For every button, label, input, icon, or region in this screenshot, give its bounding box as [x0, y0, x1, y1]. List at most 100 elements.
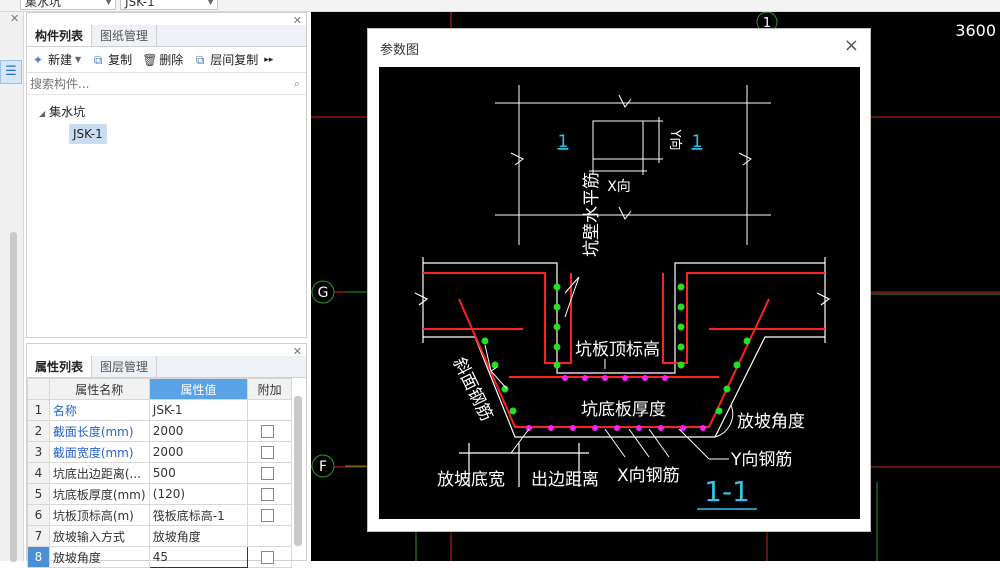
tree-item[interactable]: JSK-1	[27, 123, 306, 145]
dimension-label: 3600	[955, 21, 996, 40]
component-name-combo[interactable]: JSK-1 ▼	[120, 0, 218, 10]
break-mark	[618, 94, 632, 108]
left-dock-strip: ✕ ☰	[0, 12, 24, 562]
chevron-down-icon: ▼	[75, 55, 82, 64]
rebar-dot	[680, 425, 686, 431]
section-outline	[414, 257, 831, 487]
break-mark	[738, 152, 752, 166]
rebar-dot	[715, 407, 723, 415]
tab-component-list[interactable]: 构件列表	[27, 25, 93, 46]
new-button[interactable]: ✦ 新建 ▼	[31, 51, 81, 68]
property-value[interactable]: 2000	[148, 441, 249, 463]
rebar-dot	[553, 323, 561, 331]
list-view-icon[interactable]: ☰	[0, 60, 22, 84]
delete-button-label: 删除	[159, 53, 184, 67]
property-name: 截面长度(mm)	[48, 420, 150, 442]
property-name: 放坡角度	[48, 546, 150, 568]
break-mark	[618, 206, 632, 220]
rebar-dot	[526, 425, 532, 431]
rebar-dot	[582, 375, 588, 381]
property-value[interactable]: 筏板底标高-1	[148, 504, 249, 526]
rebar-dot	[662, 375, 668, 381]
property-extra-header: 附加	[247, 378, 292, 400]
rebar-dot	[481, 337, 489, 345]
tab-drawing-management[interactable]: 图纸管理	[92, 25, 158, 46]
row-number: 7	[27, 525, 50, 547]
component-type-combo[interactable]: 集水坑 ▼	[20, 0, 116, 10]
leader-line	[484, 344, 492, 372]
property-name: 截面宽度(mm)	[48, 441, 150, 463]
copy-button[interactable]: ⧉ 复制	[91, 51, 132, 68]
search-input[interactable]	[27, 75, 306, 93]
extra-checkbox[interactable]	[261, 467, 275, 480]
leader-line	[648, 428, 670, 458]
leader-line	[628, 428, 650, 458]
extra-checkbox[interactable]	[261, 488, 275, 501]
rebar-dot	[614, 425, 620, 431]
component-tree: ◢集水坑 JSK-1	[27, 97, 306, 145]
property-scrollbar[interactable]	[294, 396, 302, 546]
more-icon[interactable]: ▸▸	[264, 54, 274, 65]
floor-copy-button[interactable]: ⧉ 层间复制	[193, 51, 258, 68]
left-scrollbar[interactable]	[10, 232, 17, 562]
property-value[interactable]: 2000	[148, 420, 249, 442]
parameter-figure-dialog: 参数图 × 1 1 X向	[367, 28, 871, 532]
property-value[interactable]: 45	[148, 546, 249, 568]
break-mark	[816, 292, 831, 306]
rebar-dot	[733, 361, 741, 369]
property-name: 坑板顶标高(m)	[48, 504, 150, 526]
search-icon[interactable]: ⌕	[293, 77, 300, 90]
property-value-header: 属性值	[148, 378, 249, 400]
extra-checkbox[interactable]	[261, 551, 275, 564]
property-value[interactable]: 500	[148, 462, 249, 484]
x-dir-label: X向	[607, 179, 631, 195]
property-extra	[247, 420, 292, 442]
tree-group-label: 集水坑	[49, 105, 86, 119]
property-value[interactable]: (120)	[148, 483, 249, 505]
property-value[interactable]: JSK-1	[148, 399, 249, 421]
dialog-title: 参数图	[380, 43, 420, 58]
axis-label-g: G	[318, 285, 329, 301]
parameter-figure: 1 1 X向 Y向	[379, 67, 860, 519]
close-icon[interactable]: ✕	[10, 12, 20, 25]
rebar-dot	[553, 343, 561, 351]
rebar-dot	[562, 375, 568, 381]
copy-button-label: 复制	[108, 53, 133, 67]
component-list-panel: ✕ 构件列表 图纸管理 ✦ 新建 ▼ ⧉ 复制 🗑 删除 ⧉ 层间复制 ▸▸ ⌕…	[26, 12, 307, 338]
delete-button[interactable]: 🗑 删除	[142, 51, 183, 68]
rebar-dot	[501, 385, 509, 393]
new-file-icon: ✦	[32, 52, 44, 67]
slab-top-outline	[423, 262, 825, 374]
leader-line	[490, 370, 508, 390]
rebar-dot	[592, 425, 598, 431]
close-icon[interactable]: ✕	[292, 14, 302, 27]
property-value[interactable]: 放坡角度	[148, 525, 249, 547]
rebar-dot	[743, 337, 751, 345]
row-number: 6	[27, 504, 50, 526]
expand-triangle-icon[interactable]: ◢	[39, 109, 46, 118]
extra-checkbox[interactable]	[261, 509, 275, 522]
tab-layer-management[interactable]: 图层管理	[92, 356, 158, 377]
close-icon[interactable]: ✕	[292, 345, 302, 358]
close-icon[interactable]: ×	[843, 35, 859, 56]
property-extra	[247, 546, 292, 568]
chevron-down-icon: ▼	[207, 0, 214, 7]
tree-group[interactable]: ◢集水坑	[27, 101, 306, 123]
leader-line	[678, 428, 710, 460]
wall-bar-right	[662, 272, 825, 364]
extra-checkbox[interactable]	[261, 446, 275, 459]
tab-property-list[interactable]: 属性列表	[27, 356, 93, 377]
rebar-dot	[677, 343, 685, 351]
leader-line	[564, 276, 580, 318]
extra-checkbox[interactable]	[261, 425, 275, 438]
leader-line	[510, 428, 530, 454]
